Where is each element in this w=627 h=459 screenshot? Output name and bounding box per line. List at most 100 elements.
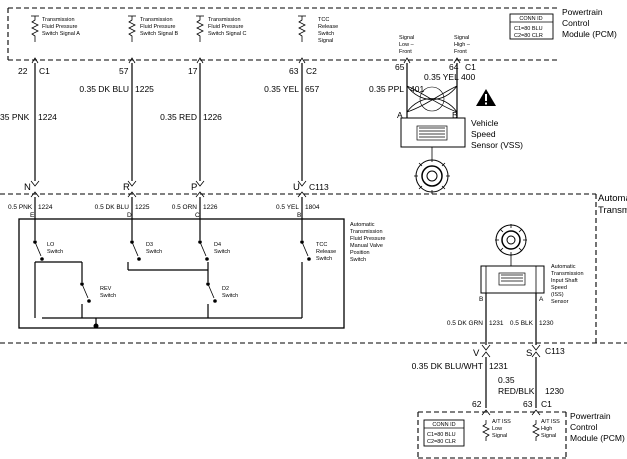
connector-id: C1 <box>465 62 476 72</box>
pcm-top-conn-id-header: CONN ID <box>519 16 542 22</box>
wire-circuit: 1225 <box>135 84 154 94</box>
c113-pin: R <box>123 182 130 193</box>
wire-color: 0.5 YEL <box>276 204 299 211</box>
pcm-bottom-conn-id-line: C1=80 BLU <box>427 432 456 438</box>
vss-label-line: Vehicle <box>471 118 499 128</box>
pcm-input-label: TCC <box>318 17 329 23</box>
pcm-input-label: Transmission <box>140 17 173 23</box>
valve-label: Fluid Pressure <box>350 236 385 242</box>
wire-circuit: 1226 <box>203 112 222 122</box>
switch-label: D4 <box>214 242 221 248</box>
wire-circuit: 400 <box>461 72 475 82</box>
switch-label: REV <box>100 286 112 292</box>
pin-number: 63 <box>289 66 299 76</box>
wire-color: 0.5 BLK <box>510 320 534 327</box>
valve-label: Automatic <box>350 222 375 228</box>
pin-number: 57 <box>119 66 129 76</box>
pin-letter: D <box>127 212 132 219</box>
pcm-bottom-input-label: Signal <box>492 433 507 439</box>
pcm-input-label: Signal <box>318 38 333 44</box>
connector-id: C2 <box>306 66 317 76</box>
pin-letter: E <box>30 212 35 219</box>
pcm-bottom-title-line: Module (PCM) <box>570 433 625 443</box>
wire-color: RED/BLK <box>498 386 535 396</box>
pcm-bottom-input-label: A/T ISS <box>492 419 511 425</box>
vss-label-line: Sensor (VSS) <box>471 140 523 150</box>
switch-label: D2 <box>222 286 229 292</box>
switch-label: Switch <box>316 256 332 262</box>
iss-label: Speed <box>551 285 567 291</box>
terminal-label: B <box>452 110 458 120</box>
wire-color: 0.5 PNK <box>8 204 33 211</box>
wire-color: 35 PNK <box>0 112 30 122</box>
pcm-top-conn-id-line: C2=80 CLR <box>514 33 543 39</box>
wire-circuit: 1226 <box>203 204 218 211</box>
vss-input-label: Front <box>454 49 467 55</box>
iss-label: Transmission <box>551 271 584 277</box>
wire-color: 0.35 DK BLU <box>79 84 129 94</box>
terminal-label: A <box>397 110 403 120</box>
wire-circuit: 1230 <box>539 320 554 327</box>
wire-circuit: 1231 <box>489 320 504 327</box>
pcm-input-label: Fluid Pressure <box>42 24 77 30</box>
pcm-bottom-conn-id-header: CONN ID <box>432 422 455 428</box>
wire-circuit: 1225 <box>135 204 150 211</box>
switch-label: Switch <box>222 293 238 299</box>
pin-letter: B <box>297 212 301 219</box>
switch-label: LO <box>47 242 55 248</box>
pcm-pullup-resistors <box>31 15 306 42</box>
c113-pin: S <box>526 348 532 359</box>
connector-id: C1 <box>541 399 552 409</box>
pcm-bottom-title-line: Control <box>570 422 598 432</box>
iss-label: Sensor <box>551 299 569 305</box>
pcm-bottom-input-label: Signal <box>541 433 556 439</box>
c113-pin: N <box>24 182 31 193</box>
pcm-top-title-line: Powertrain <box>562 7 603 17</box>
warning-icon <box>476 89 496 106</box>
switch-label: Switch <box>47 249 63 255</box>
wire-circuit: 1224 <box>38 112 57 122</box>
pcm-bottom-input-label: A/T ISS <box>541 419 560 425</box>
pcm-bottom-conn-id-box <box>423 419 465 447</box>
pin-number: 17 <box>188 66 198 76</box>
iss-sensor-assembly <box>480 224 545 345</box>
pcm-top-title-line: Module (PCM) <box>562 29 617 39</box>
wire-color: 0.35 YEL <box>264 84 299 94</box>
switch-label: Switch <box>100 293 116 299</box>
pcm-input-label: Switch Signal B <box>140 31 179 37</box>
pin-number: 64 <box>449 62 459 72</box>
vss-input-label: High – <box>454 42 471 48</box>
iss-label: Input Shaft <box>551 278 578 284</box>
vss-label-line: Speed <box>471 129 496 139</box>
iss-label: Automatic <box>551 264 576 270</box>
valve-label: Manual Valve <box>350 243 383 249</box>
wire-circuit: 401 <box>410 84 424 94</box>
wire-circuit: 1804 <box>305 204 320 211</box>
switch-label: TCC <box>316 242 327 248</box>
pcm-input-label: Fluid Pressure <box>208 24 243 30</box>
pcm-input-label: Fluid Pressure <box>140 24 175 30</box>
transmission-title: Transm <box>598 205 627 216</box>
wire-color: 0.35 RED <box>160 112 197 122</box>
connector-id: C1 <box>39 66 50 76</box>
wire-color: 0.35 PPL <box>369 84 404 94</box>
wire-circuit: 657 <box>305 84 319 94</box>
pcm-top-terminals <box>31 57 461 64</box>
switch-label: Switch <box>214 249 230 255</box>
transmission-wires <box>34 197 303 224</box>
c113-connector-id: C113 <box>545 346 565 356</box>
vss-input-label: Signal <box>399 35 414 41</box>
c113-pin: P <box>191 182 197 193</box>
wire-color: 0.35 DK BLU/WHT <box>412 361 483 371</box>
pcm-input-label: Release <box>318 24 338 30</box>
pcm-input-label: Transmission <box>208 17 241 23</box>
c113-pin: U <box>293 182 300 193</box>
pin-number: 22 <box>18 66 28 76</box>
pcm-bottom-title-line: Powertrain <box>570 411 611 421</box>
pcm-bottom-module <box>417 409 567 459</box>
pin-number: 62 <box>472 399 482 409</box>
pcm-top-conn-id-line: C1=80 BLU <box>514 26 543 32</box>
pcm-bottom-input-label: Low <box>492 426 502 432</box>
wire-circuit: 1231 <box>489 361 508 371</box>
